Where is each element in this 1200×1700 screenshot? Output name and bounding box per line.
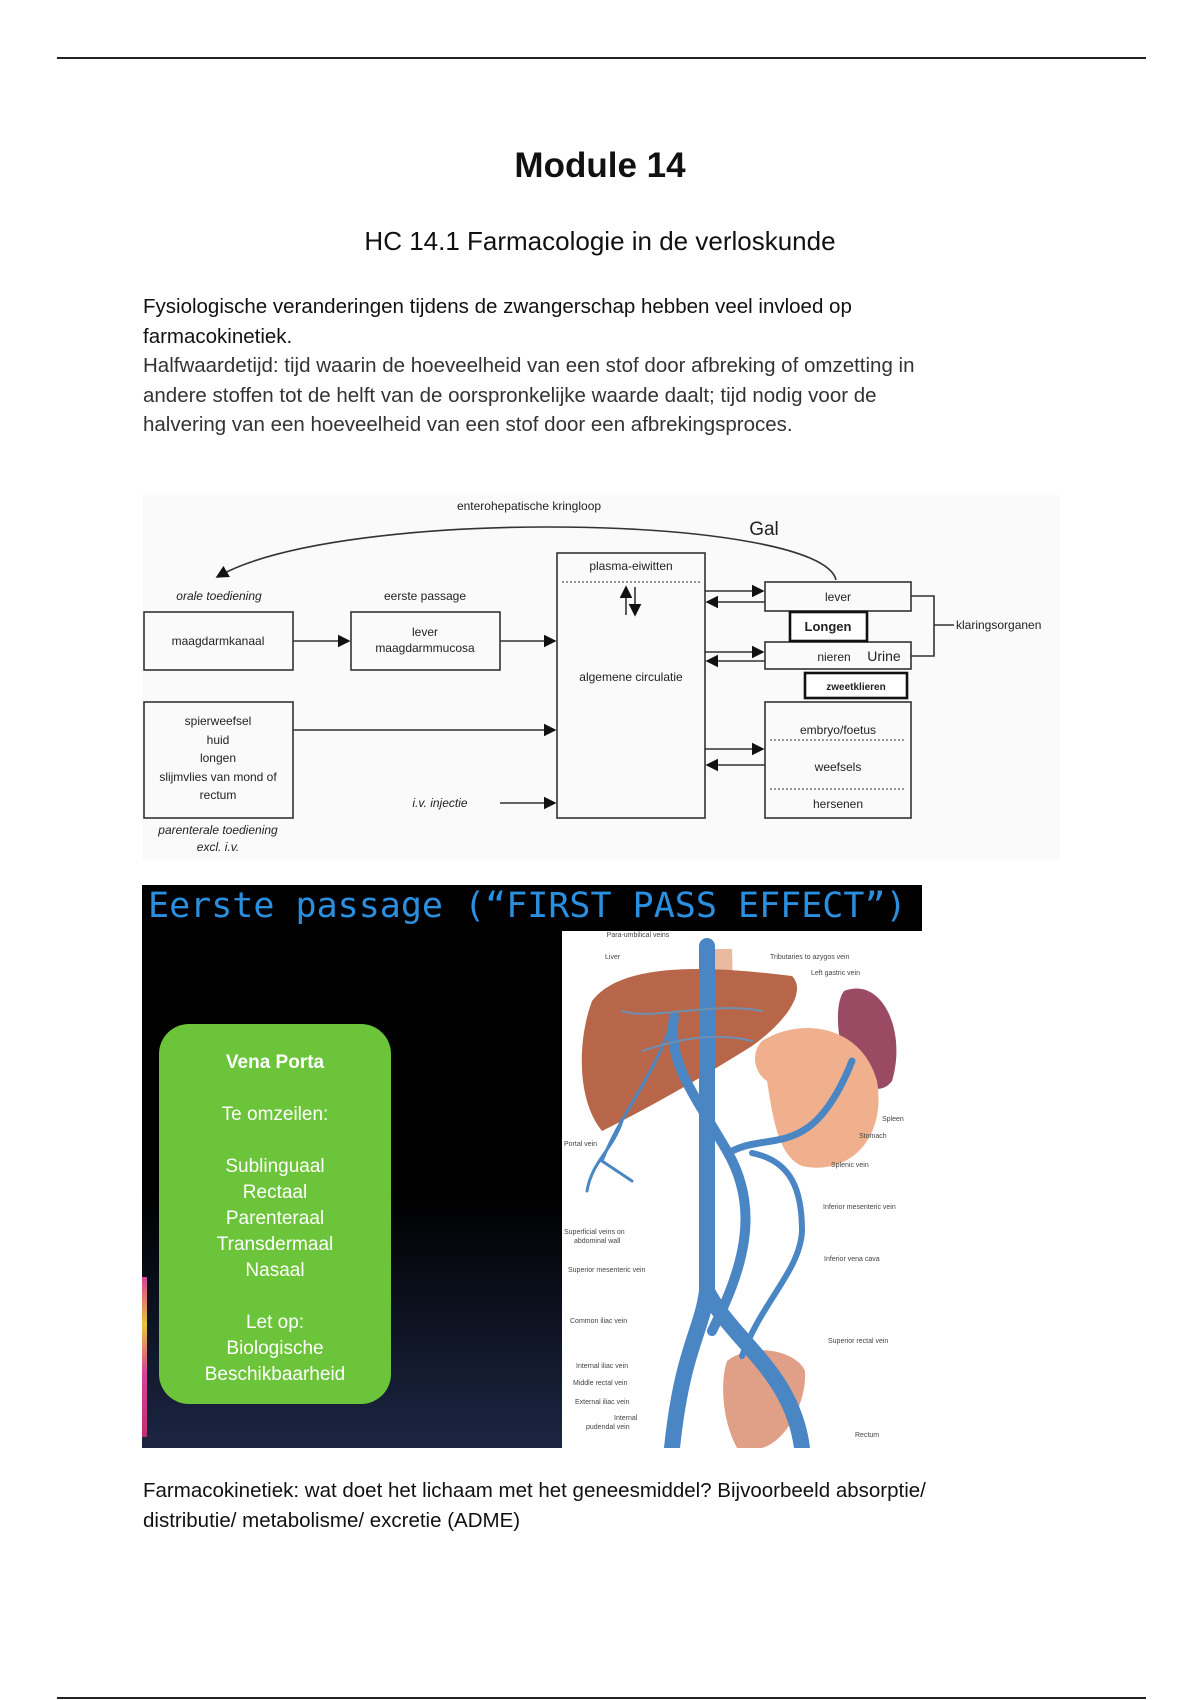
circulation-box — [556, 552, 706, 819]
label-ext-iliac: External iliac vein — [575, 1399, 630, 1406]
site-label: rectum — [200, 788, 237, 802]
text-line: Fysiologische veranderingen tijdens de z… — [143, 295, 852, 318]
label-sup-mesenteric: Superior mesenteric vein — [568, 1267, 646, 1274]
circulation-label: algemene circulatie — [579, 670, 683, 684]
first-pass-slide: Eerste passage (“FIRST PASS EFFECT”) Ven… — [142, 885, 922, 1448]
site-label: spierweefsel — [185, 714, 252, 728]
box-line: Transdermaal — [216, 1234, 334, 1255]
label-rectum: Rectum — [855, 1432, 879, 1439]
label-ivc: Inferior vena cava — [824, 1256, 880, 1263]
label-inf-mesenteric: Inferior mesenteric vein — [823, 1204, 896, 1211]
site-label: longen — [200, 751, 236, 765]
tissue-label: embryo/foetus — [800, 723, 876, 737]
portal-vein — [667, 1012, 751, 1336]
text-line: Halfwaardetijd: tijd waarin de hoeveelhe… — [143, 354, 915, 377]
parenteral-label: parenterale toediening — [157, 823, 278, 837]
iv-label: i.v. injectie — [412, 796, 467, 810]
pharmacokinetics-diagram: enterohepatische kringloop Gal orale toe… — [142, 495, 1060, 859]
text-line: halvering van een hoeveelheid van een st… — [143, 413, 793, 436]
box-line: Rectaal — [242, 1182, 308, 1203]
label-sup-rectal: Superior rectal vein — [828, 1338, 888, 1345]
text-line: farmacokinetiek. — [143, 324, 293, 348]
label-splenic: Splenic vein — [831, 1162, 869, 1169]
box-line: Te omzeilen: — [221, 1104, 329, 1125]
longen-box — [788, 610, 869, 643]
tissue-label: weefsels — [814, 760, 862, 774]
box-line: Vena Porta — [225, 1052, 325, 1073]
longen-label: Longen — [805, 619, 852, 634]
label-azygos: Tributaries to azygos vein — [770, 954, 850, 961]
label-superficial: Superficial veins on — [564, 1229, 625, 1236]
text-line: Farmacokinetiek: wat doet het lichaam me… — [143, 1479, 926, 1502]
inferior-mesenteric-vein — [739, 1150, 806, 1359]
footer-rule — [57, 1697, 1146, 1699]
box-line: Let op: — [245, 1312, 305, 1333]
site-label: huid — [207, 733, 230, 747]
text-line: distributie/ metabolisme/ excretie (ADME… — [143, 1508, 521, 1532]
box-line: Sublinguaal — [225, 1156, 325, 1177]
label-liver: Liver — [605, 954, 621, 961]
mucosa-label: maagdarmmucosa — [375, 641, 475, 655]
label-pudendal: pudendal vein — [586, 1424, 630, 1431]
closing-paragraph: Farmacokinetiek: wat doet het lichaam me… — [143, 1476, 1073, 1535]
header-rule — [57, 57, 1146, 59]
label-superficial: abdominal wall — [574, 1238, 621, 1245]
box-line — [159, 1128, 391, 1154]
site-label: slijmvlies van mond of — [159, 770, 277, 784]
first-pass-label: eerste passage — [384, 589, 466, 603]
parenteral-box — [143, 701, 294, 819]
rectum — [723, 1350, 806, 1448]
portal-vein-anatomy-illustration: Para-umbilical veins Liver Tributaries t… — [562, 931, 922, 1448]
gal-label: Gal — [749, 519, 779, 540]
cycle-label: enterohepatische kringloop — [457, 499, 601, 513]
page-title: Module 14 — [514, 146, 686, 185]
lever-label: lever — [825, 590, 851, 604]
label-left-gastric: Left gastric vein — [811, 970, 860, 977]
slide-title: Eerste passage (“FIRST PASS EFFECT”) — [148, 886, 907, 926]
label-stomach: Stomach — [859, 1133, 887, 1140]
label-pudendal: Internal — [614, 1415, 638, 1422]
oral-label: orale toediening — [176, 589, 262, 603]
label-mid-rectal: Middle rectal vein — [573, 1380, 628, 1387]
box-line: Beschikbaarheid — [204, 1364, 346, 1385]
gi-tract-label: maagdarmkanaal — [172, 634, 265, 648]
box-line: Parenteraal — [225, 1208, 325, 1229]
box-line — [159, 1284, 391, 1310]
tissue-label: hersenen — [813, 797, 863, 811]
page-subtitle: HC 14.1 Farmacologie in de verloskunde — [364, 226, 836, 256]
zweetklieren-label: zweetklieren — [826, 682, 885, 693]
text-line: andere stoffen tot de helft van de oorsp… — [143, 383, 877, 407]
box-line: Biologische — [226, 1338, 324, 1359]
urine-label: Urine — [867, 648, 901, 664]
clearance-label: klaringsorganen — [956, 618, 1041, 632]
parenteral-label: excl. i.v. — [197, 840, 239, 854]
box-line — [159, 1076, 391, 1102]
label-spleen: Spleen — [882, 1116, 904, 1123]
splenic-vein — [728, 1057, 856, 1155]
intro-paragraph: Fysiologische veranderingen tijdens de z… — [143, 292, 1073, 440]
box-line: Nasaal — [245, 1260, 305, 1281]
decorative-stripe — [142, 1277, 147, 1437]
zweetklieren-box — [803, 671, 909, 700]
label-common-iliac: Common iliac vein — [570, 1318, 627, 1325]
vena-porta-box: Vena Porta Te omzeilen: Sublinguaal Rect… — [159, 1024, 391, 1404]
liver-label: lever — [412, 625, 438, 639]
label-int-iliac: Internal iliac vein — [576, 1363, 628, 1370]
nieren-label: nieren — [817, 650, 850, 664]
label-portal: Portal vein — [564, 1141, 597, 1148]
label-para-umbilical: Para-umbilical veins — [607, 932, 670, 939]
enterohepatic-arrow — [215, 526, 837, 581]
tissues-box — [764, 701, 912, 819]
plasma-label: plasma-eiwitten — [589, 559, 672, 573]
